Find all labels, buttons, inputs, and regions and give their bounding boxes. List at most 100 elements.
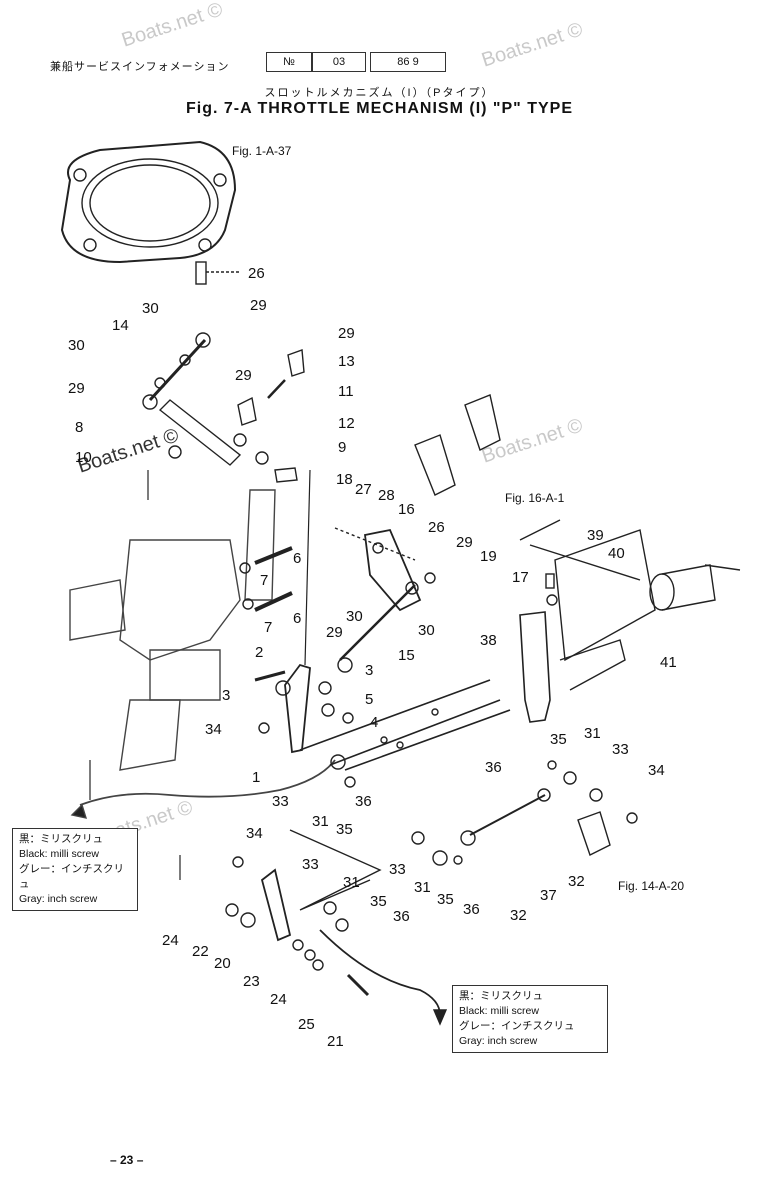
legend-line: グレー：インチスクリュ — [459, 1020, 575, 1032]
part-callout: 29 — [250, 297, 267, 314]
part-callout: 40 — [608, 545, 625, 562]
part-callout: 22 — [192, 943, 209, 960]
screw-legend-left: 黒：ミリスクリュ Black: milli screw グレー：インチスクリュ … — [12, 828, 138, 911]
part-callout: 33 — [389, 861, 406, 878]
ring-plate-part — [60, 140, 237, 264]
part-callout: 30 — [418, 622, 435, 639]
fig-ref-14a20: Fig. 14-A-20 — [618, 879, 684, 893]
part-callout: 36 — [463, 901, 480, 918]
part-callout: 10 — [75, 449, 92, 466]
part-callout: 33 — [272, 793, 289, 810]
rod-part — [304, 469, 311, 666]
part-callout: 30 — [68, 337, 85, 354]
part-callout: 29 — [338, 325, 355, 342]
part-callout: 17 — [512, 569, 529, 586]
legend-line: Black: milli screw — [19, 848, 99, 860]
linkage-rod-part — [460, 760, 638, 856]
part-callout: 7 — [264, 619, 272, 636]
part-callout: 31 — [343, 874, 360, 891]
part-callout: 13 — [338, 353, 355, 370]
part-callout: 35 — [370, 893, 387, 910]
legend-line: 黒：ミリスクリュ — [19, 833, 103, 845]
lever-part — [254, 663, 354, 754]
part-callout: 24 — [270, 991, 287, 1008]
legend-line: グレー：インチスクリュ — [19, 863, 124, 890]
part-callout: 29 — [456, 534, 473, 551]
part-callout: 26 — [248, 265, 265, 282]
part-callout: 35 — [437, 891, 454, 908]
part-callout: 35 — [550, 731, 567, 748]
part-callout: 31 — [312, 813, 329, 830]
part-callout: 34 — [648, 762, 665, 779]
part-callout: 41 — [660, 654, 677, 671]
linkage-rod-part — [142, 332, 211, 410]
part-callout: 33 — [612, 741, 629, 758]
engine-housing-part — [69, 470, 336, 819]
part-callout: 12 — [338, 415, 355, 432]
number-mark-box: № — [266, 52, 312, 72]
part-callout: 19 — [480, 548, 497, 565]
part-callout: 29 — [68, 380, 85, 397]
tiller-grip-part — [649, 564, 741, 611]
part-callout: 32 — [510, 907, 527, 924]
part-callout: 38 — [480, 632, 497, 649]
document-number-box: 03 — [312, 52, 366, 72]
part-callout: 32 — [568, 873, 585, 890]
page-title: Fig. 7-A THROTTLE MECHANISM (I) "P" TYPE — [185, 100, 573, 117]
part-callout: 37 — [540, 887, 557, 904]
part-callout: 28 — [378, 487, 395, 504]
lever-part — [225, 829, 463, 997]
part-callout: 24 — [162, 932, 179, 949]
legend-line: Gray: inch screw — [459, 1035, 538, 1047]
part-callout: 31 — [414, 879, 431, 896]
fig-ref-16a1: Fig. 16-A-1 — [505, 491, 565, 505]
part-callout: 26 — [428, 519, 445, 536]
part-callout: 35 — [336, 821, 353, 838]
bracket-plate-part — [334, 394, 501, 612]
part-callout: 2 — [255, 644, 263, 661]
part-callout: 34 — [205, 721, 222, 738]
part-callout: 30 — [346, 608, 363, 625]
part-callout: 6 — [293, 610, 301, 627]
lever-part — [158, 349, 305, 483]
pointer-arrow-part — [319, 929, 441, 1016]
part-callout: 11 — [338, 383, 354, 400]
part-callout: 29 — [326, 624, 343, 641]
part-callout: 29 — [235, 367, 252, 384]
bolt-part — [195, 261, 240, 285]
part-callout: 16 — [398, 501, 415, 518]
page-subtitle-jp: スロットルメカニズム（I）（Pタイプ） — [264, 87, 495, 99]
part-callout: 39 — [587, 527, 604, 544]
page-number: – 23 – — [110, 1153, 144, 1167]
linkage-rod-part — [337, 572, 436, 673]
legend-line: Black: milli screw — [459, 1005, 539, 1017]
part-callout: 4 — [370, 714, 378, 731]
part-callout: 36 — [393, 908, 410, 925]
legend-line: Gray: inch screw — [19, 893, 98, 905]
part-callout: 27 — [355, 481, 372, 498]
part-callout: 23 — [243, 973, 260, 990]
part-callout: 33 — [302, 856, 319, 873]
part-callout: 8 — [75, 419, 83, 436]
part-callout: 14 — [112, 317, 129, 334]
part-callout: 3 — [365, 662, 373, 679]
part-callout: 18 — [336, 471, 353, 488]
document-date-box: 86 9 — [370, 52, 446, 72]
part-callout: 1 — [252, 769, 260, 786]
part-callout: 9 — [338, 439, 346, 456]
part-callout: 15 — [398, 647, 415, 664]
part-callout: 3 — [222, 687, 230, 704]
part-callout: 25 — [298, 1016, 315, 1033]
part-callout: 21 — [327, 1033, 344, 1050]
part-callout: 36 — [485, 759, 502, 776]
bolt-part — [239, 546, 293, 612]
part-callout: 7 — [260, 572, 268, 589]
part-callout: 34 — [246, 825, 263, 842]
service-info-label: 兼船サービスインフォメーション — [50, 61, 230, 73]
part-callout: 31 — [584, 725, 601, 742]
part-callout: 5 — [365, 691, 373, 708]
part-callout: 20 — [214, 955, 231, 972]
control-cable-part — [299, 679, 511, 788]
screw-legend-right: 黒：ミリスクリュ Black: milli screw グレー：インチスクリュ … — [452, 985, 608, 1053]
